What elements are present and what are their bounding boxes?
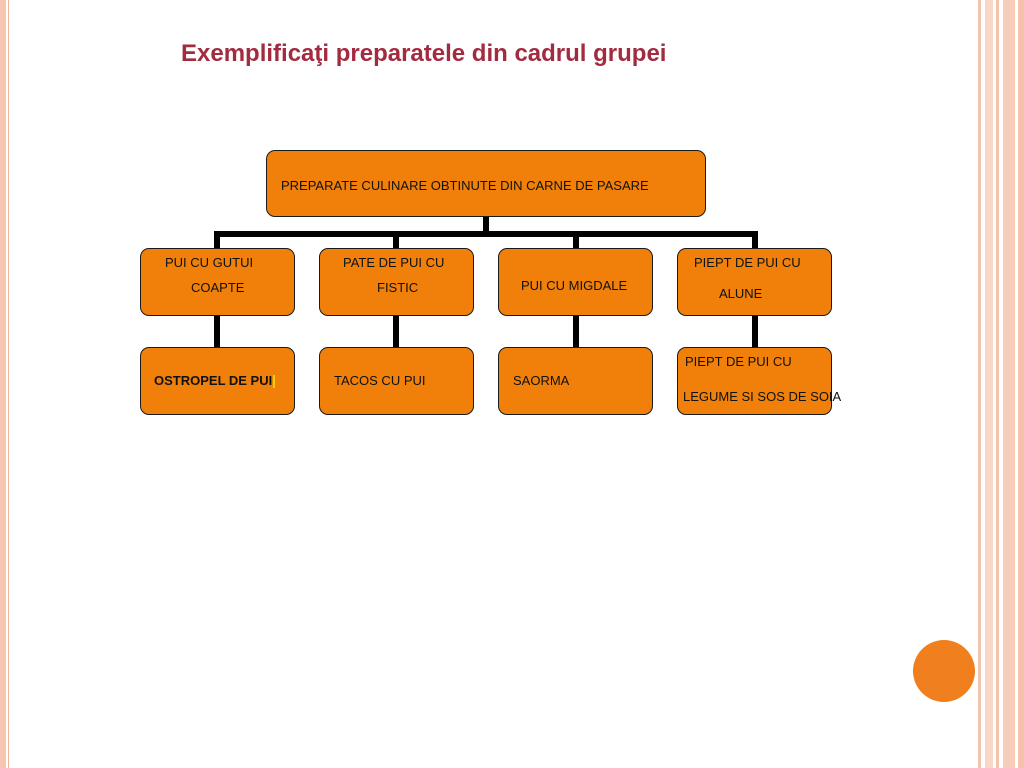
- node-label-line1: PIEPT DE PUI CU: [694, 255, 801, 270]
- right-decor-stripe: [985, 0, 993, 768]
- accent-circle: [913, 640, 975, 702]
- level2-node: SAORMA: [498, 347, 653, 415]
- node-label-line1: PATE DE PUI CU: [343, 255, 445, 270]
- node-label-line2: FISTIC: [377, 280, 419, 295]
- level1-node: PUI CU GUTUI COAPTE: [140, 248, 295, 316]
- level1-node: PATE DE PUI CU FISTIC: [319, 248, 474, 316]
- node-label-line1: PUI CU MIGDALE: [521, 278, 628, 293]
- level2-node: PIEPT DE PUI CU LEGUME SI SOS DE SOIA: [677, 347, 841, 415]
- level1-node: PIEPT DE PUI CU ALUNE: [677, 248, 832, 316]
- root-node-label: PREPARATE CULINARE OBTINUTE DIN CARNE DE…: [281, 178, 649, 193]
- node-label-line1: OSTROPEL DE PUI: [154, 373, 276, 389]
- node-label-line2: ALUNE: [719, 286, 763, 301]
- right-decor-stripe: [1018, 0, 1024, 768]
- node-label-line1: PIEPT DE PUI CU: [685, 354, 792, 369]
- root-node: PREPARATE CULINARE OBTINUTE DIN CARNE DE…: [266, 150, 706, 217]
- right-decor-stripe: [996, 0, 999, 768]
- left-decor-line: [8, 0, 9, 768]
- text-cursor: [273, 375, 276, 389]
- node-label-line1: TACOS CU PUI: [334, 373, 426, 388]
- right-decor-stripe: [978, 0, 981, 768]
- level1-node: PUI CU MIGDALE: [498, 248, 653, 316]
- left-decor-bar: [0, 0, 6, 768]
- node-label-line2: LEGUME SI SOS DE SOIA: [683, 389, 842, 404]
- node-label-line1: SAORMA: [513, 373, 570, 388]
- level2-node: TACOS CU PUI: [319, 347, 474, 415]
- right-decor-stripe: [1003, 0, 1015, 768]
- slide-title: Exemplificaţi preparatele din cadrul gru…: [181, 40, 667, 67]
- level2-node: OSTROPEL DE PUI: [140, 347, 295, 415]
- node-label-line2: COAPTE: [191, 280, 245, 295]
- node-label-line1: PUI CU GUTUI: [165, 255, 254, 270]
